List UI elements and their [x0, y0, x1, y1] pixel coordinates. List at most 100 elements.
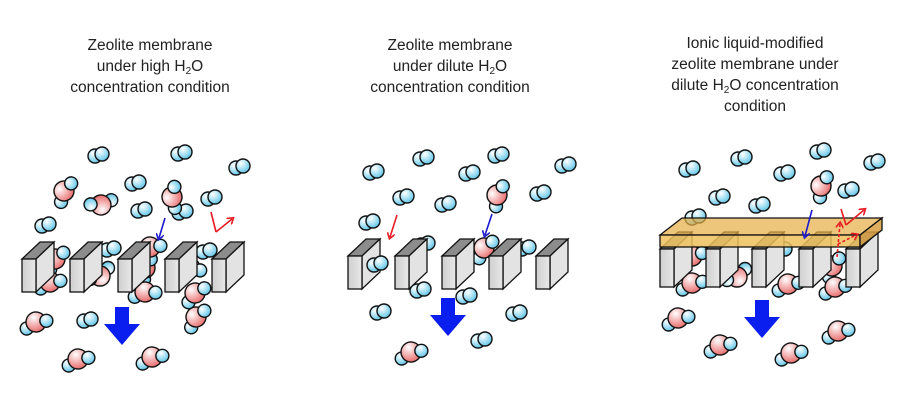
h2-molecule [76, 311, 99, 329]
hydrogen-atom [681, 309, 696, 324]
flow-arrow [430, 298, 466, 336]
zeolite-plate [210, 240, 246, 294]
title-line: Zeolite membrane [387, 37, 513, 54]
arrow-out [215, 219, 232, 233]
h2-molecule [409, 281, 432, 299]
hydrogen-atom [202, 242, 218, 258]
arrow-in [210, 211, 217, 233]
ionic-liquid-front [659, 234, 861, 248]
hydrogen-atom [715, 188, 731, 204]
h2-blocked-arrow [837, 224, 840, 258]
zeolite-plate [393, 237, 429, 291]
h2o-permeation-arrow [805, 209, 813, 236]
plate-front [488, 255, 504, 290]
h2-molecule [809, 142, 832, 160]
h2-molecule [366, 255, 389, 273]
membrane-layer [20, 216, 884, 294]
title-line: concentration condition [370, 79, 530, 96]
h2-molecule [34, 216, 57, 234]
hydrogen-atom [197, 303, 212, 318]
hydrogen-atom [167, 179, 182, 195]
hydrogen-atom [376, 303, 392, 319]
hydrogen-atom [816, 142, 832, 158]
h2-molecule [505, 304, 528, 322]
plate-front [347, 255, 363, 290]
h2-molecule [773, 164, 796, 182]
hydrogen-atom [462, 287, 478, 303]
h2o-molecule [19, 311, 54, 336]
hydrogen-atom [755, 196, 771, 212]
h2o-molecule [161, 179, 183, 216]
h2o-molecule [810, 170, 834, 205]
plate-front [798, 248, 814, 288]
hydrogen-atom [155, 348, 170, 363]
hydrogen-atom [53, 273, 68, 288]
h2o-molecule [661, 307, 696, 332]
hydrogen-atom [844, 181, 860, 197]
plate-front [164, 258, 180, 293]
h2-molecule [487, 146, 510, 164]
hydrogen-atom [495, 179, 510, 194]
h2-molecule [455, 287, 478, 305]
h2-molecule [434, 195, 457, 213]
title-line: Ionic liquid-modified [686, 35, 824, 52]
hydrogen-atom [419, 149, 435, 165]
plate-front [659, 248, 675, 288]
title-line: Zeolite membrane [87, 37, 213, 54]
h2-rejection-arrow [390, 214, 398, 237]
h2o-permeation-arrow [485, 213, 493, 235]
hydrogen-atom [841, 322, 856, 337]
zeolite-plate [68, 240, 104, 294]
hydrogen-atom [94, 146, 110, 162]
title-line: under high H2O [96, 58, 204, 77]
h2o-molecule [83, 193, 119, 216]
hydrogen-atom [441, 195, 457, 211]
hydrogen-atom [63, 176, 79, 191]
zeolite-plate [116, 240, 152, 294]
hydrogen-atom [399, 188, 415, 204]
plate-front [21, 258, 37, 293]
h2-molecule [412, 149, 435, 167]
h2-molecule [228, 158, 251, 176]
h2-molecule [863, 153, 886, 171]
h2-molecule [124, 174, 147, 192]
hydrogen-atom [870, 153, 886, 169]
h2-molecule [362, 163, 385, 181]
h2-molecule [837, 181, 860, 199]
h2o-molecule [774, 342, 809, 367]
front-layer [19, 208, 864, 373]
hydrogen-atom [780, 164, 796, 180]
plate-front [751, 248, 767, 288]
title-line: concentration condition [70, 79, 230, 96]
plate-front [705, 248, 721, 288]
h2o-molecule [135, 346, 170, 371]
hydrogen-atom [39, 313, 54, 328]
plate-front [69, 258, 85, 293]
h2-molecule [99, 240, 122, 258]
h2-molecule [87, 146, 110, 164]
plate-front [845, 248, 861, 288]
ionic-liquid-layer [658, 216, 884, 249]
title-line: dilute H2O concentration [671, 77, 839, 96]
h2-blocked-arrow [837, 235, 856, 245]
h2o-molecule [184, 303, 212, 335]
plate-front [117, 258, 133, 293]
h2o-molecule [61, 348, 96, 373]
hydrogen-atom [685, 160, 701, 176]
arrow-in [840, 208, 847, 226]
hydrogen-atom [369, 163, 385, 179]
hydrogen-atom [521, 239, 537, 255]
h2-molecule [708, 188, 731, 206]
h2o-molecule [703, 334, 738, 359]
h2o-permeation-arrow [159, 217, 166, 238]
plate-front [441, 255, 457, 290]
plate-front [535, 255, 551, 290]
hydrogen-atom [83, 197, 98, 212]
hydrogen-atom [365, 213, 381, 229]
zeolite-plate [20, 240, 56, 294]
hydrogen-atom [416, 281, 432, 297]
hydrogen-atom [831, 251, 847, 266]
hydrogen-atom [485, 234, 500, 249]
